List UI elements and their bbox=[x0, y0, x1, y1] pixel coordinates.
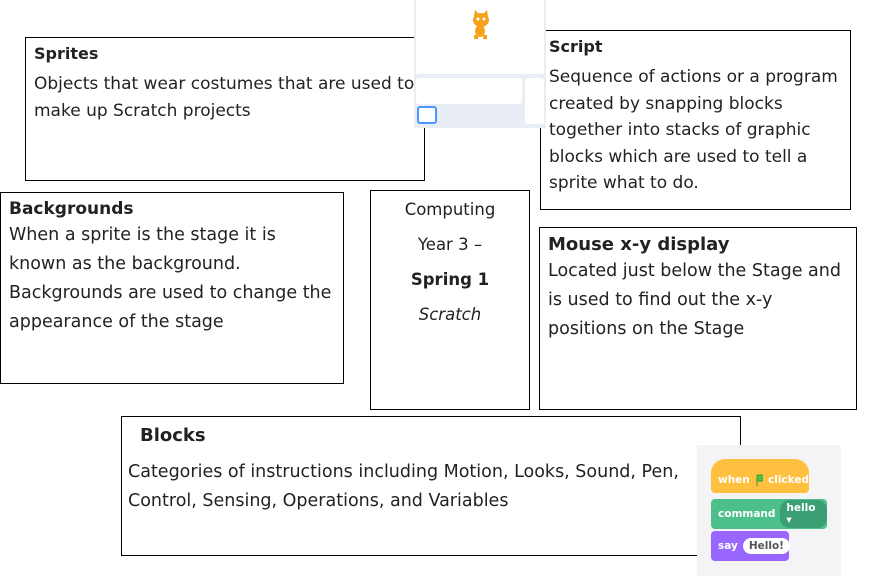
stage-panel bbox=[525, 78, 544, 124]
sprite-info-panel bbox=[416, 78, 522, 104]
command-label: command bbox=[718, 508, 776, 520]
when-label: when bbox=[718, 474, 750, 486]
backgrounds-title: Backgrounds bbox=[9, 199, 134, 219]
command-value: hello bbox=[786, 502, 816, 514]
scratch-stage-screenshot bbox=[414, 0, 546, 128]
stage bbox=[416, 0, 544, 74]
year: Year 3 – bbox=[417, 235, 483, 254]
command-block: command hello ▾ bbox=[711, 499, 827, 529]
say-input[interactable]: Hello! bbox=[742, 538, 790, 554]
when-flag-clicked-block: when clicked bbox=[711, 459, 809, 493]
mouse-title: Mouse x-y display bbox=[548, 234, 730, 255]
script-box: Script Sequence of actions or a program … bbox=[540, 30, 851, 210]
backgrounds-text: When a sprite is the stage it is known a… bbox=[9, 225, 332, 332]
code-blocks-image: when clicked command hello ▾ say Hello! bbox=[697, 445, 841, 576]
script-text: Sequence of actions or a program created… bbox=[549, 67, 838, 193]
backgrounds-box: Backgrounds When a sprite is the stage i… bbox=[0, 192, 344, 384]
blocks-text: Categories of instructions including Mot… bbox=[128, 462, 679, 511]
sprite-thumbnail bbox=[417, 106, 437, 124]
mouse-text: Located just below the Stage and is used… bbox=[548, 261, 841, 339]
scratch-cat-icon bbox=[473, 10, 489, 39]
clicked-label: clicked bbox=[768, 474, 809, 486]
title-box: Computing Year 3 – Spring 1 Scratch bbox=[370, 190, 530, 410]
blocks-title: Blocks bbox=[140, 425, 206, 446]
sprites-box: Sprites Objects that wear costumes that … bbox=[25, 37, 425, 181]
command-dropdown[interactable]: hello ▾ bbox=[780, 500, 827, 528]
subject: Computing bbox=[404, 200, 496, 219]
term: Spring 1 bbox=[410, 270, 490, 289]
sprites-title: Sprites bbox=[34, 44, 99, 63]
topic: Scratch bbox=[418, 305, 482, 324]
sprites-text: Objects that wear costumes that are used… bbox=[34, 74, 415, 121]
script-title: Script bbox=[549, 37, 603, 56]
mouse-box: Mouse x-y display Located just below the… bbox=[539, 227, 857, 410]
green-flag-icon bbox=[756, 474, 763, 486]
blocks-box: Blocks Categories of instructions includ… bbox=[121, 416, 741, 556]
say-block: say Hello! bbox=[711, 531, 790, 561]
say-label: say bbox=[718, 540, 738, 552]
